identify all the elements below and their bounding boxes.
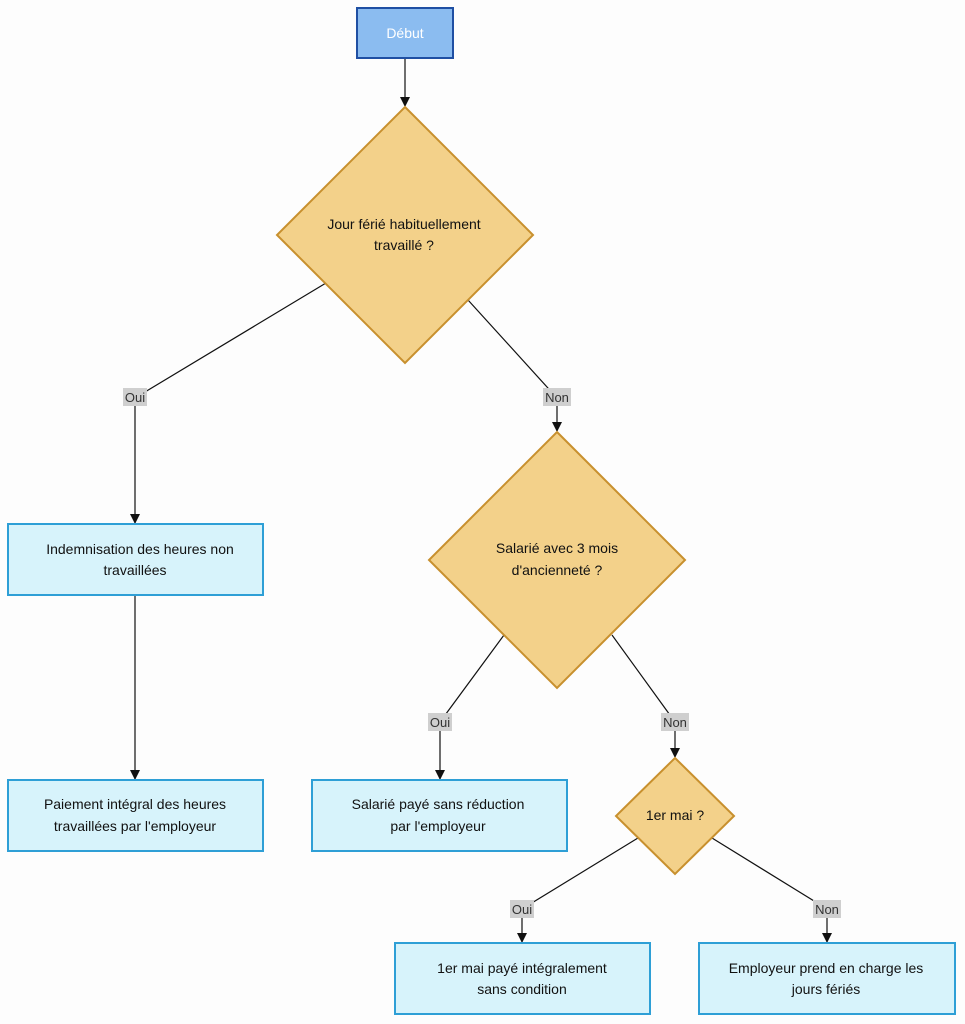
edge-q1-oui — [130, 282, 327, 524]
process-indemnisation: Indemnisation des heures non travaillées — [7, 523, 264, 596]
svg-text:Non: Non — [815, 902, 839, 917]
svg-text:Jour férié habituellement: Jour férié habituellement — [327, 216, 480, 232]
svg-text:1er mai payé intégralement: 1er mai payé intégralement — [437, 960, 607, 976]
svg-text:Non: Non — [545, 390, 569, 405]
edge-label-oui-2: Oui — [428, 713, 452, 731]
edge-q1-non — [467, 299, 562, 432]
svg-text:Oui: Oui — [430, 715, 450, 730]
svg-text:Salarié avec 3 mois: Salarié avec 3 mois — [496, 540, 618, 556]
svg-text:Oui: Oui — [512, 902, 532, 917]
svg-text:travaillées par l'employeur: travaillées par l'employeur — [54, 818, 217, 834]
edge-q3-non — [711, 837, 832, 943]
edge-q2-non — [611, 634, 680, 758]
edge-label-oui-1: Oui — [123, 388, 147, 406]
svg-text:Non: Non — [663, 715, 687, 730]
edge-label-oui-3: Oui — [510, 900, 534, 918]
svg-text:Indemnisation des heures non: Indemnisation des heures non — [46, 541, 234, 557]
decision-jour-ferie: Jour férié habituellement travaillé ? — [275, 105, 535, 365]
edge-label-non-1: Non — [543, 388, 571, 406]
svg-text:Salarié payé sans réduction: Salarié payé sans réduction — [352, 796, 525, 812]
process-sans-reduction: Salarié payé sans réduction par l'employ… — [311, 779, 568, 852]
svg-text:sans condition: sans condition — [477, 981, 567, 997]
start-node: Début — [356, 7, 454, 59]
process-1er-mai-paye: 1er mai payé intégralement sans conditio… — [394, 942, 651, 1015]
svg-text:travaillées: travaillées — [103, 562, 166, 578]
edge-label-non-2: Non — [661, 713, 689, 731]
process-paiement: Paiement intégral des heures travaillées… — [7, 779, 264, 852]
svg-text:1er mai ?: 1er mai ? — [646, 807, 705, 823]
process-employeur-charge: Employeur prend en charge les jours féri… — [698, 942, 956, 1015]
edge-q3-oui — [517, 837, 639, 943]
svg-text:jours fériés: jours fériés — [791, 981, 860, 997]
decision-anciennete: Salarié avec 3 mois d'ancienneté ? — [427, 430, 687, 690]
decision-1er-mai: 1er mai ? — [614, 756, 736, 876]
svg-text:Employeur prend en charge les: Employeur prend en charge les — [729, 960, 924, 976]
svg-text:d'ancienneté ?: d'ancienneté ? — [512, 562, 603, 578]
svg-text:Début: Début — [386, 25, 423, 41]
svg-text:par l'employeur: par l'employeur — [390, 818, 486, 834]
svg-text:Paiement intégral des heures: Paiement intégral des heures — [44, 796, 226, 812]
svg-text:travaillé ?: travaillé ? — [374, 237, 434, 253]
edge-label-non-3: Non — [813, 900, 841, 918]
svg-text:Oui: Oui — [125, 390, 145, 405]
edge-q2-oui — [435, 634, 505, 780]
